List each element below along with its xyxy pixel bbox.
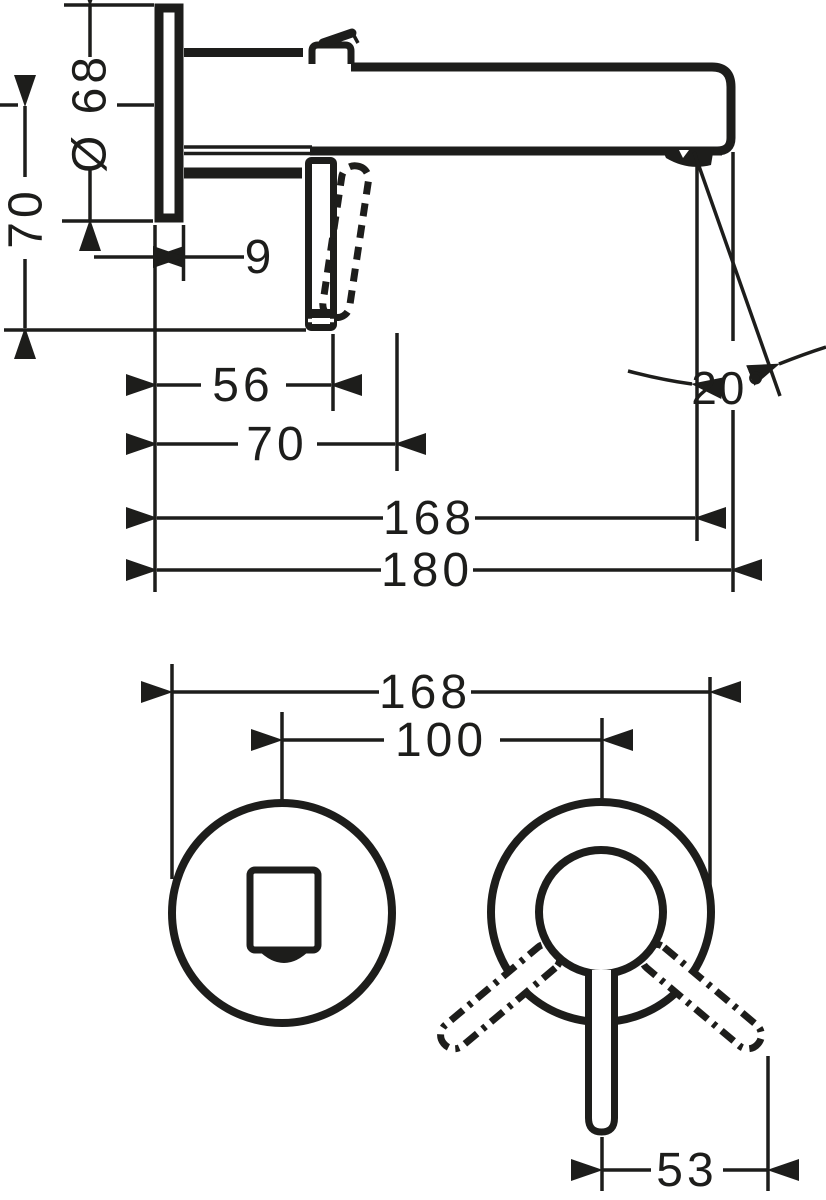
front-view: 168 100 53 [141, 664, 799, 1197]
dim-lever-projection-label: 53 [656, 1144, 717, 1197]
lever-pivot-cap [308, 41, 355, 64]
lever-front-dashed-left [437, 940, 564, 1053]
lever-dashed-right-outline [638, 940, 765, 1053]
dim-escutcheon-depth-label: 9 [245, 231, 276, 284]
lever-pivot-pin [318, 28, 357, 48]
dim-total-reach-label: 180 [381, 544, 473, 597]
dim-spout-to-lever-label: 70 [0, 187, 53, 248]
aerator-front [258, 950, 310, 963]
spout-front [246, 866, 322, 954]
dim-wall-to-lever-label: 56 [212, 359, 273, 412]
aerator-notch [679, 150, 689, 158]
lever-dashed-left-outline [437, 940, 564, 1053]
lever-front-dashed-right [638, 940, 765, 1053]
dim-angle-left-leader [627, 369, 725, 400]
dim-wall-to-aerator-label: 168 [383, 492, 475, 545]
front-dimensions: 168 100 53 [141, 664, 799, 1197]
side-view: Ø 68 70 9 56 70 168 180 [0, 0, 826, 597]
faucet-side-geometry [154, 3, 736, 331]
lever-pivot-pin-hook [350, 31, 360, 44]
side-dimensions: Ø 68 70 9 56 70 168 180 [0, 0, 826, 597]
dim-wall-to-lever-tip-label: 70 [246, 418, 307, 471]
lever-front-stem [585, 970, 618, 1136]
dim-centers-distance-label: 100 [395, 714, 487, 767]
lever-dashed-outline [319, 162, 373, 322]
faucet-front-geometry [168, 798, 765, 1136]
lever-side-dashed-position [319, 162, 373, 322]
escutcheon-plate-side [154, 3, 184, 223]
dim-overall-width-label: 168 [379, 666, 471, 719]
handle-rosette-front [535, 846, 667, 978]
dim-escutcheon-diameter-label: Ø 68 [64, 53, 117, 173]
dim-angle-right-leader [746, 345, 826, 386]
aerator-side [661, 147, 714, 167]
spout-outline [351, 62, 736, 156]
angle-reference-line [692, 151, 782, 397]
dim-aerator-angle-label: 20° [691, 362, 767, 414]
